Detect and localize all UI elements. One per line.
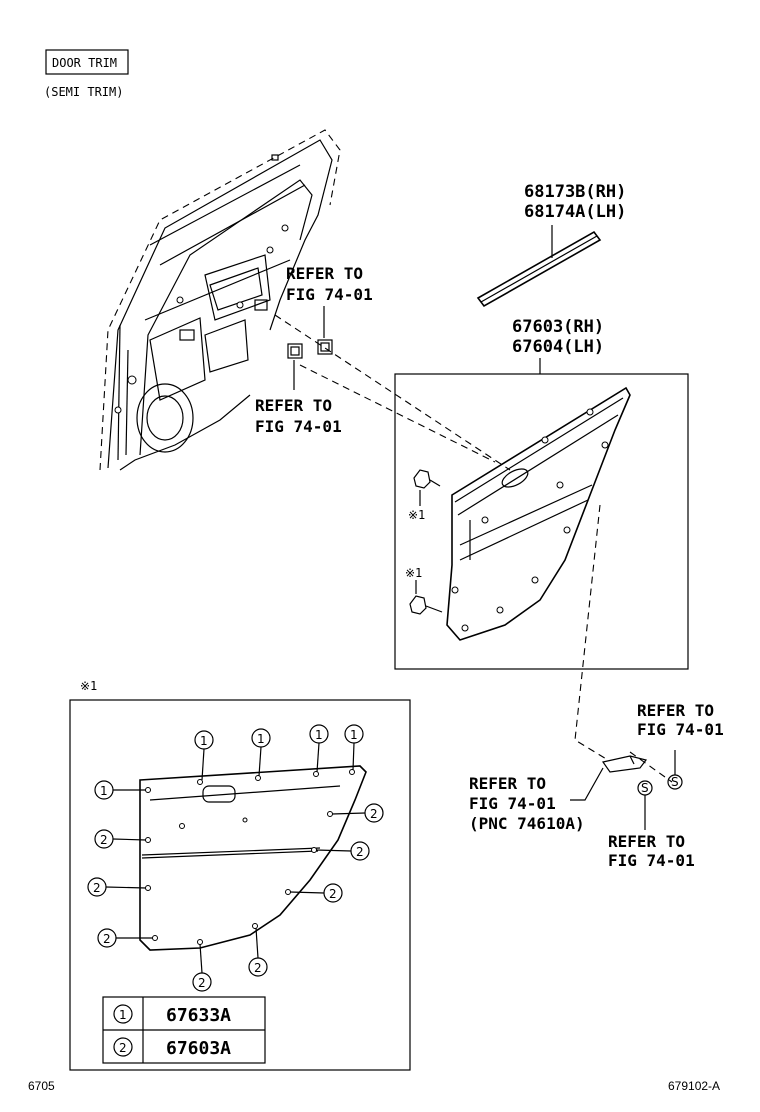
board-rh-label: 67603(RH) <box>512 317 604 337</box>
detail-trim-board <box>139 765 367 951</box>
callout-2-right-b: 2 <box>315 841 370 861</box>
svg-text:2: 2 <box>254 961 262 975</box>
fig-ref-label-2: FIG 74-01 <box>255 417 342 436</box>
callout-1-top-a: 1 <box>194 730 214 781</box>
callout-2-left-b: 2 <box>87 877 147 897</box>
svg-text:2: 2 <box>356 845 364 859</box>
svg-text:S: S <box>671 775 679 789</box>
title-box <box>45 49 129 75</box>
screw-s-1: S <box>667 774 683 790</box>
pnc-ref-label: (PNC 74610A) <box>469 814 585 833</box>
callout-2-right-a: 2 <box>331 803 384 823</box>
board-clip-upper <box>413 469 441 489</box>
callout-2-bottom-a: 2 <box>192 943 212 992</box>
clip-1 <box>317 339 333 355</box>
weatherstrip-rh-label: 68173B(RH) <box>524 182 626 202</box>
footer-left-code: 6705 <box>28 1079 55 1093</box>
board-lh-label: 67604(LH) <box>512 337 604 357</box>
door-trim-board <box>446 386 631 641</box>
board-clip-lower <box>409 595 443 615</box>
svg-text:2: 2 <box>329 887 337 901</box>
callout-1-top-b: 1 <box>251 728 271 777</box>
svg-text:1: 1 <box>200 734 208 748</box>
svg-text:1: 1 <box>257 732 265 746</box>
svg-text:2: 2 <box>198 976 206 990</box>
board-assembly-box <box>394 373 689 670</box>
fig-ref-label-4: FIG 74-01 <box>469 794 556 813</box>
detail-box <box>69 699 411 1071</box>
detail-title: ※1 <box>80 679 97 693</box>
svg-text:2: 2 <box>119 1041 127 1055</box>
door-shell <box>99 129 341 471</box>
title-text: DOOR TRIM <box>52 56 117 70</box>
asterisk-note-upper: ※1 <box>408 508 425 522</box>
screw-s-2: S <box>637 780 653 796</box>
fig-ref-label-3: FIG 74-01 <box>637 720 724 739</box>
svg-text:2: 2 <box>100 833 108 847</box>
callout-2-left-a: 2 <box>94 829 147 849</box>
refer-to-label-4: REFER TO <box>469 774 546 793</box>
svg-text:1: 1 <box>350 728 358 742</box>
svg-text:2: 2 <box>103 932 111 946</box>
svg-text:1: 1 <box>100 784 108 798</box>
weatherstrip-lh-label: 68174A(LH) <box>524 202 626 222</box>
asterisk-note-lower: ※1 <box>405 566 422 580</box>
callout-1-top-d: 1 <box>344 724 364 771</box>
callout-2-bottom-b: 2 <box>248 927 268 977</box>
refer-to-label-5: REFER TO <box>608 832 685 851</box>
callout-1-top-c: 1 <box>309 724 329 773</box>
callout-1-left: 1 <box>94 780 146 800</box>
svg-text:1: 1 <box>119 1008 127 1022</box>
weatherstrip-part <box>476 230 602 308</box>
refer-to-label-1: REFER TO <box>286 264 363 283</box>
svg-text:2: 2 <box>93 881 101 895</box>
fig-ref-label-5: FIG 74-01 <box>608 851 695 870</box>
subtitle-text: (SEMI TRIM) <box>44 85 123 99</box>
svg-text:S: S <box>641 781 649 795</box>
svg-text:1: 1 <box>315 728 323 742</box>
footer-right-code: 679102-A <box>668 1079 720 1093</box>
clip-2 <box>287 343 303 359</box>
handle-bezel-part <box>601 755 648 773</box>
parts-table-row-1: 1 67633A <box>113 1004 231 1026</box>
svg-text:67633A: 67633A <box>166 1005 231 1026</box>
fig-ref-label-1: FIG 74-01 <box>286 285 373 304</box>
callout-2-left-c: 2 <box>97 928 153 948</box>
svg-text:2: 2 <box>370 807 378 821</box>
parts-table-row-2: 2 67603A <box>113 1037 231 1059</box>
svg-text:67603A: 67603A <box>166 1038 231 1059</box>
refer-to-label-3: REFER TO <box>637 701 714 720</box>
parts-table: 1 67633A 2 67603A <box>102 996 266 1064</box>
callout-2-right-c: 2 <box>289 883 343 903</box>
refer-to-label-2: REFER TO <box>255 396 332 415</box>
